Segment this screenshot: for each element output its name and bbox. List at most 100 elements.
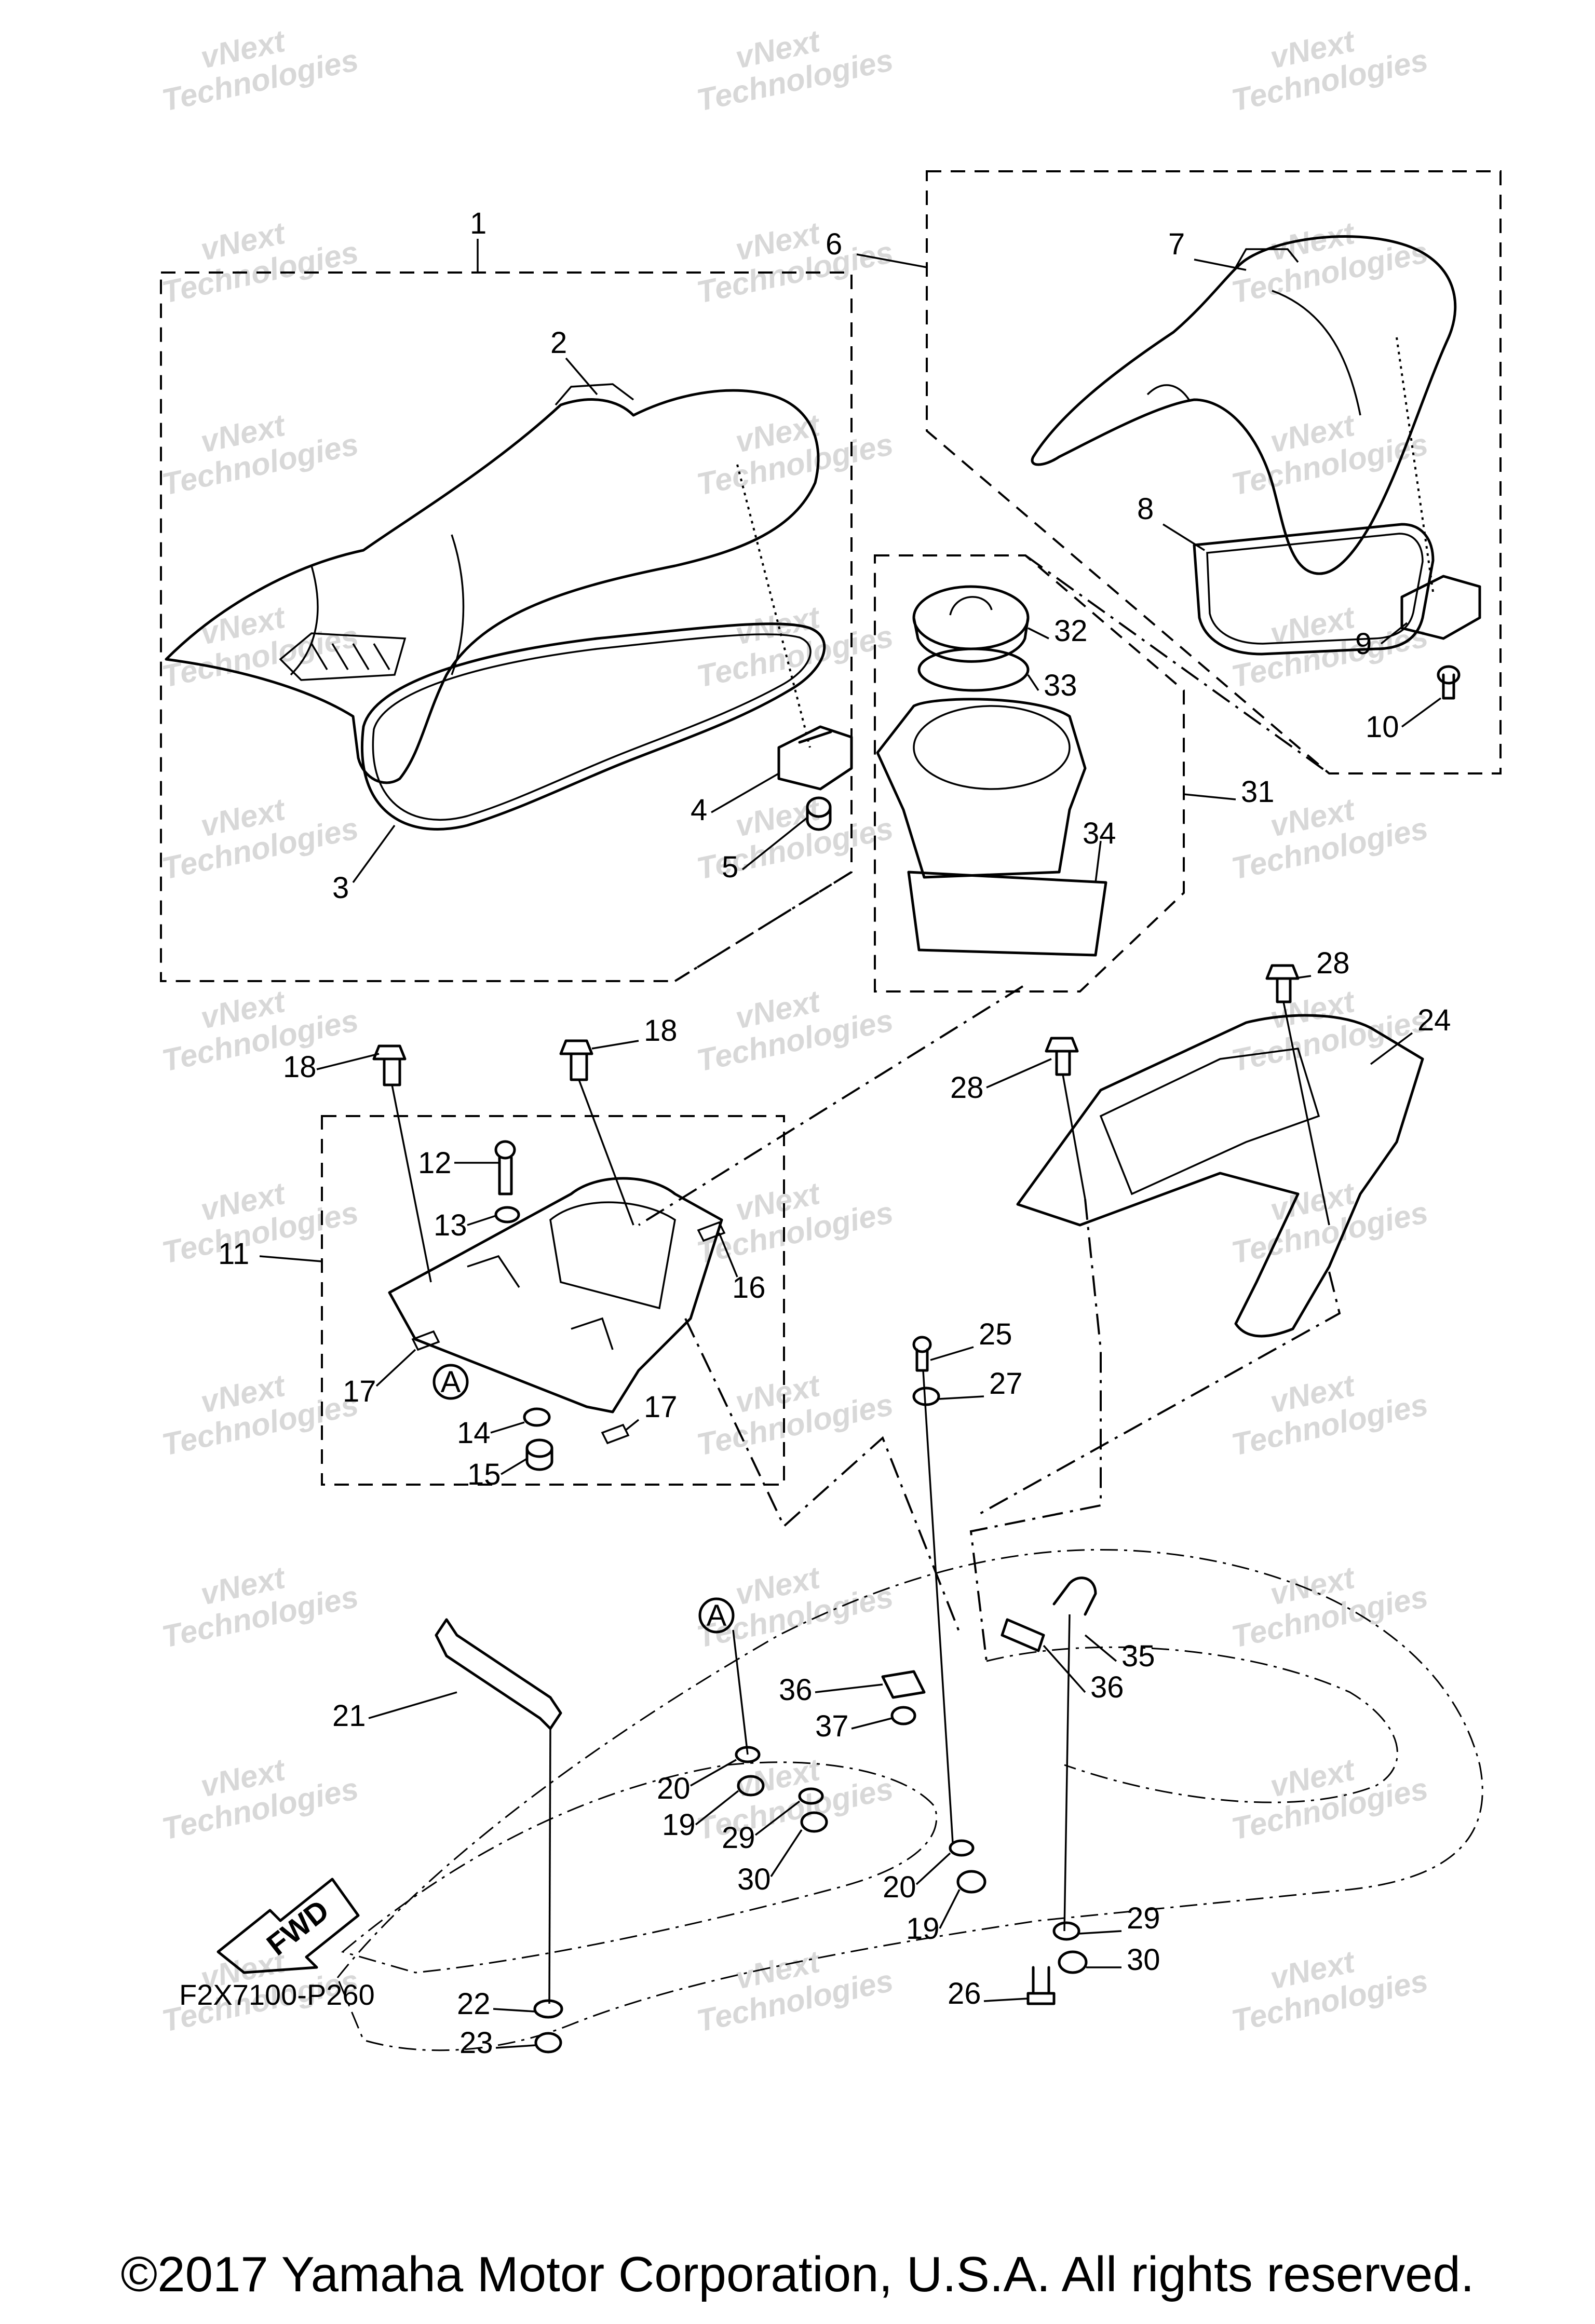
callout-leader-27 bbox=[938, 1395, 984, 1400]
watermark-text: vNextTechnologies bbox=[687, 1930, 897, 2038]
callout-leader-19 bbox=[695, 1790, 739, 1826]
watermark-text: vNextTechnologies bbox=[1222, 1738, 1431, 1846]
figure-code: F2X7100-P260 bbox=[179, 1978, 375, 2011]
frame-opening bbox=[549, 1201, 676, 1310]
bolt-part-12 bbox=[494, 1140, 516, 1195]
group-box-1 bbox=[160, 271, 853, 982]
watermark-text: vNextTechnologies bbox=[1222, 9, 1431, 118]
frame-mounts bbox=[467, 1255, 614, 1350]
nut-part-19-left bbox=[737, 1775, 765, 1797]
callout-label-28: 28 bbox=[950, 1071, 984, 1105]
stud-part-25 bbox=[912, 1336, 932, 1372]
rear-seat-inner bbox=[1146, 290, 1361, 416]
callout-leader-11 bbox=[259, 1255, 322, 1262]
callout-label-4: 4 bbox=[691, 793, 707, 827]
seat-strap bbox=[555, 383, 634, 406]
reference-marker-a-label: A bbox=[707, 1599, 727, 1633]
label-part-17-right bbox=[601, 1423, 630, 1445]
callout-label-1: 1 bbox=[470, 207, 486, 240]
handle-inner bbox=[1099, 1048, 1320, 1195]
cap-part-32 bbox=[912, 585, 1030, 663]
watermark-text: vNextTechnologies bbox=[152, 1162, 362, 1270]
watermark-text: vNextTechnologies bbox=[1222, 586, 1431, 694]
group-box-6 bbox=[926, 170, 1502, 774]
nut-part-5 bbox=[806, 796, 832, 831]
washer-part-13 bbox=[494, 1206, 520, 1224]
callout-label-18: 18 bbox=[644, 1014, 678, 1048]
callout-label-35: 35 bbox=[1121, 1639, 1155, 1673]
callout-leader-19 bbox=[939, 1889, 961, 1929]
group-box-31 bbox=[874, 554, 1185, 993]
callout-label-29: 29 bbox=[1127, 1901, 1160, 1935]
hull-outline bbox=[336, 1548, 1483, 2051]
callout-leader-29 bbox=[1078, 1930, 1122, 1935]
callout-label-10: 10 bbox=[1366, 710, 1399, 744]
callout-label-20: 20 bbox=[657, 1772, 691, 1805]
callout-leader-29 bbox=[754, 1800, 801, 1836]
callout-label-13: 13 bbox=[434, 1208, 467, 1242]
callout-leader-7 bbox=[1194, 259, 1247, 271]
nut-part-15 bbox=[525, 1438, 553, 1471]
callout-leader-10 bbox=[1401, 697, 1442, 728]
watermark-text: vNextTechnologies bbox=[1222, 1546, 1431, 1654]
callout-label-8: 8 bbox=[1137, 492, 1154, 526]
callout-label-32: 32 bbox=[1054, 614, 1088, 648]
callout-label-26: 26 bbox=[948, 1977, 981, 2010]
seat-inner-edge bbox=[290, 534, 465, 676]
watermark-text: vNextTechnologies bbox=[152, 393, 362, 502]
seal-part-33 bbox=[917, 647, 1030, 692]
seal-part-3-inner bbox=[372, 633, 812, 821]
group-box-11 bbox=[321, 1115, 785, 1486]
callout-label-11: 11 bbox=[218, 1237, 249, 1271]
hull-seat-well bbox=[341, 1761, 938, 1974]
callout-label-9: 9 bbox=[1355, 627, 1372, 661]
callout-leader-4 bbox=[711, 772, 779, 813]
label-part-16 bbox=[697, 1221, 726, 1242]
callout-label-22: 22 bbox=[457, 1987, 491, 2021]
callout-leader-33 bbox=[1027, 674, 1039, 691]
callout-leader-9 bbox=[1380, 622, 1408, 645]
watermark-text: vNextTechnologies bbox=[152, 970, 362, 1078]
seat-part-2 bbox=[165, 389, 820, 784]
watermark-text: vNextTechnologies bbox=[152, 201, 362, 310]
bolt-axis-18-right bbox=[578, 1079, 634, 1226]
bolt-part-28-left bbox=[1045, 1037, 1079, 1076]
callout-label-33: 33 bbox=[1044, 669, 1077, 702]
seal-part-3 bbox=[360, 622, 826, 831]
watermark-text: vNextTechnologies bbox=[687, 1162, 897, 1270]
callout-label-16: 16 bbox=[732, 1271, 766, 1304]
callout-label-5: 5 bbox=[722, 850, 738, 884]
callout-label-3: 3 bbox=[332, 871, 349, 905]
label-part-17-left bbox=[411, 1330, 440, 1351]
callout-leader-35 bbox=[1084, 1634, 1117, 1662]
washer-part-20-right bbox=[949, 1839, 975, 1857]
frame-part-11 bbox=[388, 1177, 723, 1414]
reference-marker-a-frame bbox=[432, 1364, 469, 1400]
bracket-part-21 bbox=[435, 1618, 562, 1730]
seal-part-8-inner bbox=[1206, 533, 1424, 645]
rear-seat-strap bbox=[1235, 248, 1299, 268]
link-seat-storage bbox=[674, 871, 853, 982]
callout-leader-20 bbox=[690, 1759, 737, 1787]
callout-leader-26 bbox=[983, 1997, 1029, 2002]
callout-label-30: 30 bbox=[737, 1863, 771, 1896]
callout-leader-18 bbox=[591, 1040, 639, 1050]
washer-part-14 bbox=[523, 1407, 551, 1427]
gasket-part-34 bbox=[907, 871, 1107, 957]
bolt-part-18-left bbox=[372, 1044, 407, 1086]
callout-leader-5 bbox=[741, 817, 808, 871]
washer-part-29-left bbox=[798, 1787, 824, 1805]
watermark-text: vNextTechnologies bbox=[687, 1354, 897, 1462]
axis-ubolt bbox=[1063, 1614, 1071, 1932]
watermark-text: vNextTechnologies bbox=[1222, 1354, 1431, 1462]
callout-leader-6 bbox=[856, 253, 927, 268]
callout-label-30: 30 bbox=[1127, 1943, 1160, 1977]
callout-leader-30 bbox=[770, 1829, 803, 1877]
axis-bracket-21 bbox=[548, 1728, 551, 2004]
bolt-part-10 bbox=[1437, 665, 1461, 700]
callout-leader-24 bbox=[1370, 1032, 1413, 1065]
washer-part-22 bbox=[533, 1999, 563, 2019]
fastener-path-1 bbox=[736, 464, 811, 748]
